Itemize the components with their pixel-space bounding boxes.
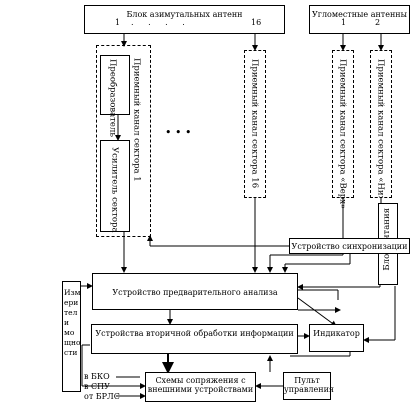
power-meter-line: и (64, 318, 69, 327)
console-line-1: Пульт (294, 376, 320, 385)
sync-device-label: Устройство синхронизации (291, 242, 408, 251)
hf-converter-label: Преобразователь ВЧ сектора (107, 59, 118, 191)
channels-ellipsis: • • • (165, 126, 192, 139)
channel-top-title: Приемный канал сектора «Верх» (337, 59, 348, 210)
interface-line-2: внешними устройствами (147, 385, 254, 394)
sector-amplifier-label: Усилитель сектора (109, 147, 120, 233)
interface-circuits-box: Схемы сопряжения с внешними устройствами (145, 372, 256, 402)
elevation-first-label: 1 (341, 18, 347, 27)
secondary-processing-box: Устройства вторичной обработки информаци… (91, 324, 298, 354)
control-console-box: Пульт управления (283, 372, 334, 400)
sync-device-box: Устройство синхронизации (289, 238, 410, 254)
secondary-processing-label: Устройства вторичной обработки информаци… (95, 329, 294, 338)
power-meter-line: ери (64, 298, 79, 307)
channel-1-group (96, 45, 151, 237)
preanalysis-box: Устройство предварительного анализа (92, 273, 298, 310)
power-meter-line: тел (64, 308, 78, 317)
indicator-box: Индикатор (309, 324, 364, 352)
external-brls-label: от БРЛС (84, 392, 120, 401)
sector-amplifier-box: Усилитель сектора (100, 140, 130, 233)
azimuth-first-label: 1 (115, 18, 121, 27)
power-meter-line: сти (64, 348, 78, 357)
azimuth-dots-label: . . . . (131, 18, 191, 27)
power-meter-line: мо (64, 328, 75, 337)
channel-bottom-group: Приемный канал сектора «Низ» (370, 50, 392, 198)
channel-16-title: Приемный канал сектора 16 (249, 59, 260, 189)
channel-bottom-title: Приемный канал сектора «Низ» (375, 59, 386, 198)
elevation-block-title: Угломестные антенны (311, 10, 407, 19)
interface-line-1: Схемы сопряжения с (155, 376, 246, 385)
channel-top-group: Приемный канал сектора «Верх» (332, 50, 354, 209)
console-line-2: управления (284, 385, 334, 394)
azimuth-block-title: Блок азимутальных антенн (126, 10, 243, 19)
elevation-second-label: 2 (375, 18, 381, 27)
external-spu-label: в СПУ (84, 382, 110, 391)
azimuth-antenna-block: Блок азимутальных антенн (84, 5, 285, 34)
power-meter-line: Изм (64, 288, 81, 297)
hf-converter-box: Преобразователь ВЧ сектора (100, 55, 130, 191)
power-meter-box: Изм ери тел и мо щно сти (62, 281, 81, 392)
channel-1-title: Приемный канал сектора 1 (131, 58, 142, 182)
preanalysis-label: Устройство предварительного анализа (112, 288, 278, 297)
azimuth-last-label: 16 (251, 18, 262, 27)
power-meter-line: щно (64, 338, 81, 347)
channel-16-group: Приемный канал сектора 16 (244, 50, 266, 198)
indicator-label: Индикатор (313, 329, 360, 338)
external-bko-label: в БКО (84, 372, 110, 381)
elevation-antenna-block: Угломестные антенны (309, 5, 410, 34)
